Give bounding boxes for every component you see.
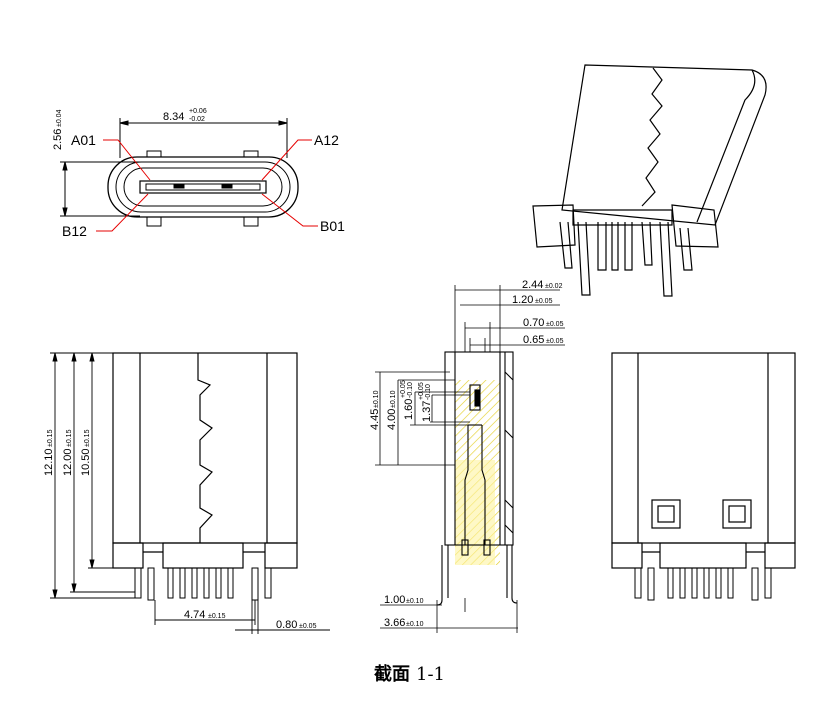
side-pitch-tol: ±0.15 xyxy=(208,613,226,620)
side-h3-tol: ±0.15 xyxy=(84,429,91,447)
rear-view xyxy=(611,352,796,601)
caption-title: 截面 xyxy=(374,664,410,685)
pin-label-b12: B12 xyxy=(62,223,87,239)
side-h2-tol: ±0.15 xyxy=(66,429,73,447)
section-top-dim-2-tol: ±0.05 xyxy=(546,321,564,328)
side-h2-value: 12.00 xyxy=(62,448,74,476)
section-top-dim-0-value: 2.44 xyxy=(522,279,543,291)
front-height-tol: ±0.04 xyxy=(56,109,63,127)
front-view xyxy=(60,118,299,227)
side-h1-value: 12.10 xyxy=(43,448,55,476)
caption-number: 1-1 xyxy=(416,664,445,685)
section-v4-value: 1.37 xyxy=(421,401,433,422)
side-pinwidth-tol: ±0.05 xyxy=(299,623,317,630)
side-view xyxy=(50,352,330,634)
front-width-value: 8.34 xyxy=(163,111,184,123)
pin-label-b01: B01 xyxy=(320,218,345,234)
front-height-value: 2.56 xyxy=(52,129,64,150)
section-top-dim-2-value: 0.70 xyxy=(523,317,544,329)
side-pitch-value: 4.74 xyxy=(184,609,205,621)
section-top-dim-1-value: 1.20 xyxy=(512,294,533,306)
section-v4-tol-upper: +0.05 xyxy=(418,382,425,400)
section-v3-tol-lower: -0.10 xyxy=(407,382,414,398)
pin-label-a01: A01 xyxy=(71,132,96,148)
section-top-dim-0-tol: ±0.02 xyxy=(545,283,563,290)
section-v3-tol-upper: +0.05 xyxy=(400,380,407,398)
pin-leaders xyxy=(96,139,318,232)
section-bottom-dim-1-tol: ±0.10 xyxy=(406,621,424,628)
section-v4-tol-lower: -0.10 xyxy=(425,384,432,400)
section-bottom-dim-0-tol: ±0.10 xyxy=(406,598,424,605)
pin-label-a12: A12 xyxy=(314,132,339,148)
front-width-tol-upper: +0.06 xyxy=(189,108,207,115)
section-v1-tol: ±0.10 xyxy=(373,390,380,408)
section-bottom-dim-0-value: 1.00 xyxy=(384,594,405,606)
section-v2-value: 4.00 xyxy=(386,409,398,430)
section-v3-value: 1.60 xyxy=(403,399,415,420)
section-top-dim-3-value: 0.65 xyxy=(523,334,544,346)
section-v1-value: 4.45 xyxy=(369,409,381,430)
isometric-view xyxy=(532,64,767,297)
section-v2-tol: ±0.10 xyxy=(390,390,397,408)
side-h3-value: 10.50 xyxy=(80,448,92,476)
section-top-dim-3-tol: ±0.05 xyxy=(546,338,564,345)
section-bottom-dim-1-value: 3.66 xyxy=(384,617,405,629)
side-h1-tol: ±0.15 xyxy=(47,429,54,447)
section-caption: 截面 1-1 xyxy=(0,660,819,686)
side-pinwidth-value: 0.80 xyxy=(276,619,297,631)
section-view xyxy=(375,285,565,633)
front-width-tol-lower: -0.02 xyxy=(189,116,205,123)
section-top-dim-1-tol: ±0.05 xyxy=(535,298,553,305)
